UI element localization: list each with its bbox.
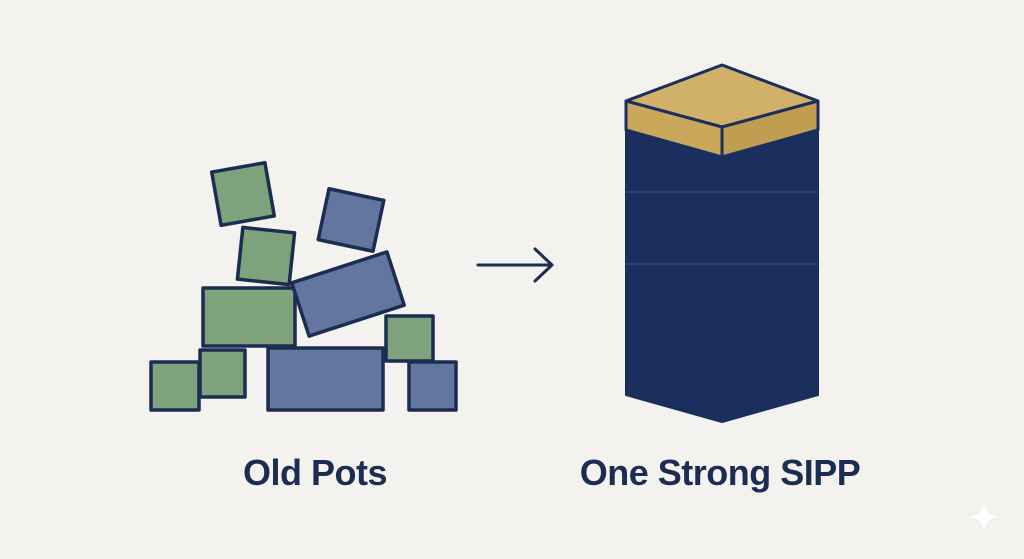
pot-block-blue-tilted-square <box>316 186 386 254</box>
old-pots-label: Old Pots <box>242 452 388 493</box>
pot-block-green-bottom-mid <box>198 348 247 399</box>
pot-block-green-right <box>384 314 435 363</box>
pot-block-blue-base <box>266 346 385 412</box>
pot-block-blue-bottom-right <box>407 360 458 412</box>
pot-block-green-bottom-left <box>149 360 201 412</box>
pot-block-green-wide <box>201 286 297 348</box>
tower-gold-cap <box>624 63 820 159</box>
pot-block-blue-tilted-wide <box>290 250 406 338</box>
sipp-tower <box>624 63 820 423</box>
pot-block-green-small <box>235 225 297 287</box>
one-strong-sipp-label: One Strong SIPP <box>579 452 861 493</box>
pot-block-green-top <box>209 160 277 228</box>
tower-body <box>625 127 819 423</box>
right-arrow-icon <box>476 247 554 283</box>
old-pots-blocks <box>149 160 458 412</box>
sparkle-icon <box>970 503 998 531</box>
